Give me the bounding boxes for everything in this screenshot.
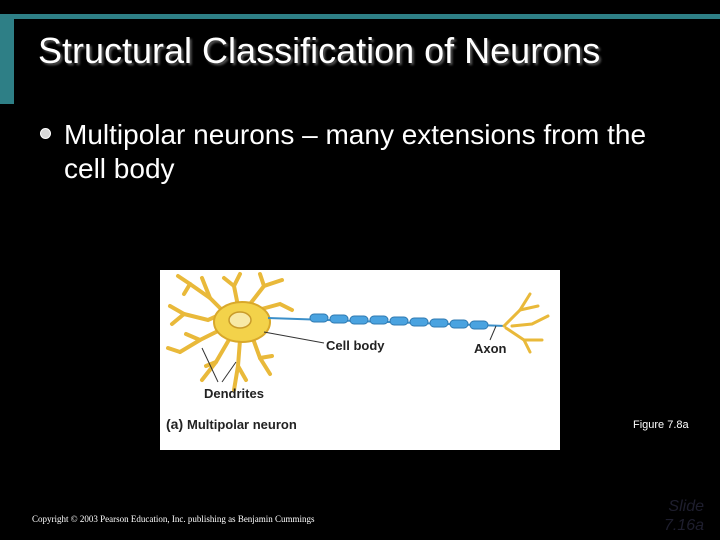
bullet-dot-icon (40, 128, 51, 139)
title-accent-line (14, 14, 720, 19)
cell-body-label: Cell body (326, 338, 385, 353)
figure-number: Figure 7.8a (633, 419, 689, 431)
neuron-figure: Cell body Axon Dendrites (a) Multipolar … (160, 270, 560, 450)
dendrites-label: Dendrites (204, 386, 264, 401)
axon-drawing (267, 313, 507, 330)
multipolar-neuron-illustration (166, 272, 550, 392)
axon-label: Axon (474, 341, 507, 356)
dendrites-drawing (166, 272, 294, 392)
bullet-text: Multipolar neurons – many extensions fro… (64, 119, 647, 184)
caption-letter: (a) (166, 416, 184, 432)
figure-caption: (a) Multipolar neuron (166, 416, 297, 432)
axon-terminal-drawing (502, 292, 550, 354)
slide-title: Structural Classification of Neurons (38, 30, 601, 71)
copyright-text: Copyright © 2003 Pearson Education, Inc.… (32, 514, 315, 524)
caption-text: Multipolar neuron (187, 417, 297, 432)
title-accent-bar (0, 14, 14, 104)
slide-number: Slide 7.16a (663, 498, 704, 534)
